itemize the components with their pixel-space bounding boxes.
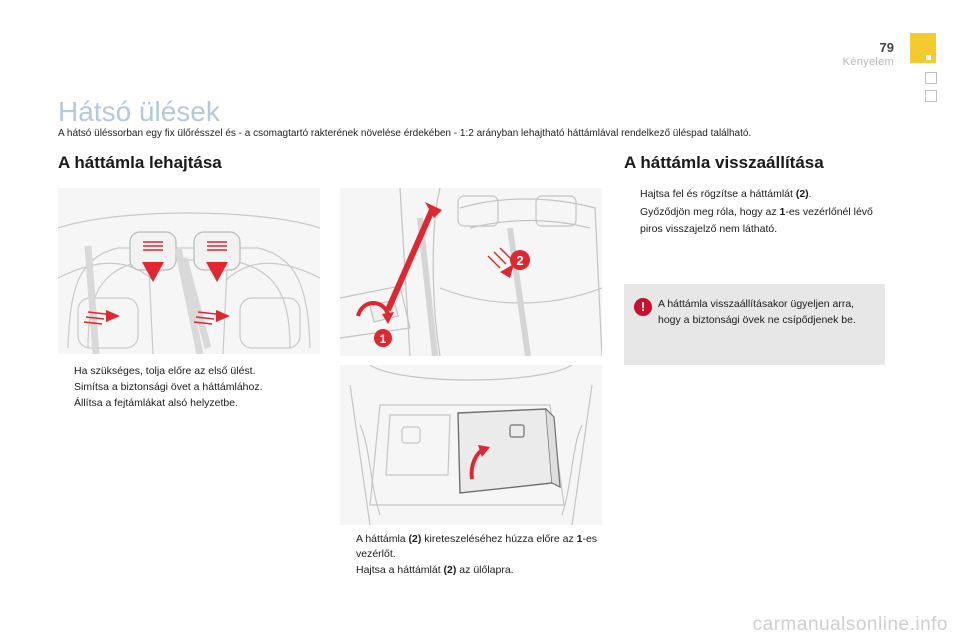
list-item: Állítsa a fejtámlákat alsó helyzetbe. bbox=[74, 397, 239, 409]
page-title: Hátsó ülések bbox=[58, 96, 220, 127]
fold-steps-list: Ha szükséges, tolja előre az első ülést.… bbox=[58, 364, 328, 412]
callout-2: 2 bbox=[516, 253, 523, 268]
list-item: Hajtsa fel és rögzítse a háttámlát (2). bbox=[640, 188, 812, 200]
release-steps-list: A háttámla (2) kireteszeléséhez húzza el… bbox=[340, 532, 600, 579]
list-item: Hajtsa a háttámlát (2) az ülőlapra. bbox=[356, 564, 514, 576]
section-heading-restore: A háttámla visszaállítása bbox=[624, 153, 824, 172]
page-number: 79 bbox=[879, 40, 894, 55]
warning-box: ! A háttámla visszaállításakor ügyeljen … bbox=[624, 284, 885, 365]
seat-release-illustration: 2 1 bbox=[340, 188, 602, 356]
section-tab-active[interactable] bbox=[910, 33, 936, 63]
section-tab[interactable] bbox=[925, 72, 937, 84]
section-label: Kényelem bbox=[842, 56, 894, 68]
callout-1: 1 bbox=[380, 332, 387, 346]
watermark: carmanualsonline.info bbox=[752, 614, 948, 635]
warning-icon: ! bbox=[634, 298, 652, 316]
folded-seat-illustration bbox=[340, 365, 602, 525]
restore-steps-list: Hajtsa fel és rögzítse a háttámlát (2). … bbox=[624, 186, 886, 239]
list-item: A háttámla (2) kireteszeléséhez húzza el… bbox=[356, 533, 598, 560]
warning-text: A háttámla visszaállításakor ügyeljen ar… bbox=[658, 298, 856, 326]
list-item: Győződjön meg róla, hogy az 1-es vezérlő… bbox=[640, 206, 873, 235]
list-item: Simítsa a biztonsági övet a háttámlához. bbox=[74, 381, 263, 393]
section-tab[interactable] bbox=[925, 90, 937, 102]
intro-text: A hátsó üléssorban egy fix ülőrésszel és… bbox=[58, 128, 752, 139]
section-heading-fold: A háttámla lehajtása bbox=[58, 153, 222, 172]
list-item: Ha szükséges, tolja előre az első ülést. bbox=[74, 365, 256, 377]
seat-headrest-illustration bbox=[58, 188, 320, 354]
